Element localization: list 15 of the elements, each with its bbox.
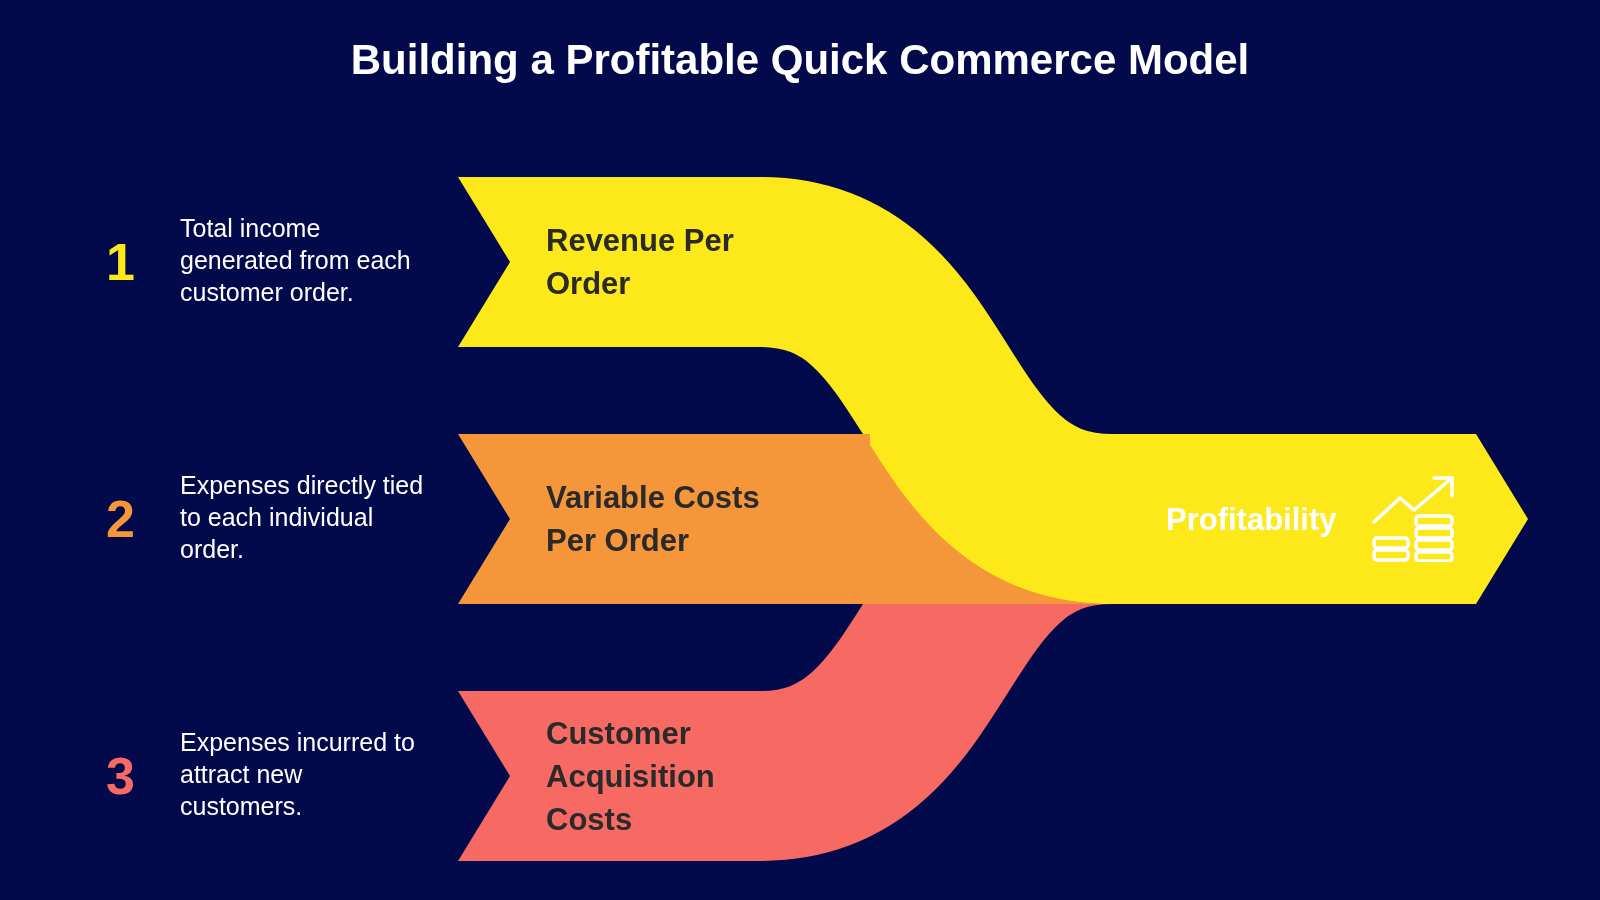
chevron-band (458, 691, 760, 861)
description-text: Expenses incurred to attract new customers. (180, 727, 416, 822)
step-number: 3 (106, 746, 135, 806)
chevron-band (458, 177, 760, 347)
step-label: Variable Costs Per Order (546, 479, 761, 560)
arrow-band (1100, 434, 1528, 604)
step-label: Customer Acquisition Costs (546, 714, 716, 839)
result-label: Profitability (1166, 500, 1338, 539)
step-number: 2 (106, 489, 135, 549)
description-text: Total income generated from each customer order. (180, 213, 412, 308)
diagram-title: Building a Profitable Quick Commerce Model (349, 36, 1251, 84)
step-number: 1 (106, 232, 135, 292)
chevron-band (458, 434, 870, 604)
description-text: Expenses directly tied to each individual order. (180, 470, 425, 565)
step-label: Revenue Per Order (546, 222, 735, 303)
